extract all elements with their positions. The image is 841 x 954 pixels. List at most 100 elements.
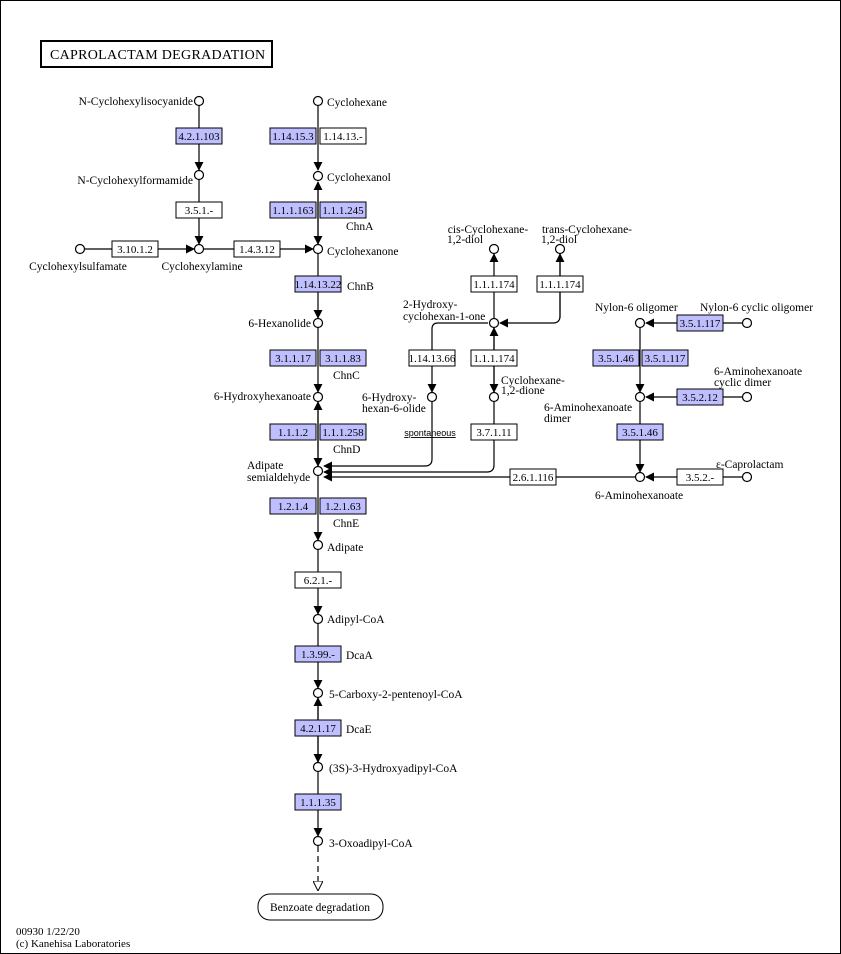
enzyme-box[interactable]: [294, 793, 342, 811]
enzyme-box[interactable]: [319, 201, 367, 219]
enzyme-label: 1.3.99.-: [301, 649, 335, 661]
node-2-hydroxycyclohexanone[interactable]: [488, 317, 500, 329]
compound-label: Cyclohexylamine: [161, 261, 242, 273]
compound-label: (3S)-3-Hydroxyadipyl-CoA: [329, 763, 458, 775]
enzyme-label: 1.14.15.3: [272, 131, 314, 143]
enzyme-label: 3.5.1.46: [622, 427, 658, 439]
enzyme-box[interactable]: [269, 423, 317, 441]
enzyme-box[interactable]: [294, 275, 342, 293]
benzoate-degradation-label: Benzoate degradation: [270, 902, 370, 914]
node-6-hydroxyhexanoate[interactable]: [312, 391, 324, 403]
node-cyclohexane-1-2-dione[interactable]: [488, 391, 500, 403]
compound-label: Nylon-6 cyclic oligomer: [700, 302, 813, 314]
node-trans-cyclohexane-diol[interactable]: [554, 243, 566, 255]
enzyme-box[interactable]: [676, 468, 724, 486]
compound-label: 6-Aminohexanoate: [595, 490, 683, 502]
enzyme-label: 1.1.1.163: [272, 205, 314, 217]
enzyme-label: 3.5.1.-: [185, 205, 214, 217]
node-adipyl-coa[interactable]: [312, 613, 324, 625]
enzyme-label: 3.5.1.117: [645, 353, 686, 365]
node-6-hexanolide[interactable]: [312, 317, 324, 329]
enzyme-box[interactable]: [319, 127, 367, 145]
node-caprolactam[interactable]: [741, 471, 753, 483]
enzyme-box[interactable]: [319, 349, 367, 367]
enzyme-label: 1.1.1.258: [322, 427, 364, 439]
enzyme-box[interactable]: [641, 349, 689, 367]
node-3-hydroxyadipyl-coa[interactable]: [312, 761, 324, 773]
node-6-aminohexanoate[interactable]: [634, 471, 646, 483]
enzyme-label: 1.2.1.4: [278, 501, 309, 513]
gene-label: ChnD: [333, 444, 360, 456]
compound-label: 2-Hydroxy-: [403, 299, 457, 311]
node-cyclohexanol[interactable]: [312, 170, 324, 182]
enzyme-box[interactable]: [269, 201, 317, 219]
compound-label: 5-Carboxy-2-pentenoyl-CoA: [329, 689, 463, 701]
footer-copyright: (c) Kanehisa Laboratories: [16, 938, 130, 950]
enzyme-box[interactable]: [233, 240, 281, 258]
enzyme-label: 3.5.1.46: [598, 353, 634, 365]
node-6-aminohexanoate-dimer[interactable]: [634, 391, 646, 403]
node-cyclohexanone[interactable]: [312, 243, 324, 255]
map-title: CAPROLACTAM DEGRADATION: [50, 48, 265, 63]
enzyme-labels: 4.2.1.103 3.5.1.- 3.10.1.2 1.4.3.12 1.14…: [117, 131, 721, 809]
enzyme-box[interactable]: [592, 349, 640, 367]
enzyme-box[interactable]: [408, 349, 456, 367]
enzyme-box[interactable]: [269, 349, 317, 367]
enzyme-box[interactable]: [175, 201, 223, 219]
compound-labels: N-Cyclohexylisocyanide N-Cyclohexylforma…: [29, 96, 813, 850]
gene-label: DcaE: [346, 724, 372, 736]
compound-label: Cyclohexanol: [327, 172, 391, 184]
node-cyclohexylsulfamate[interactable]: [74, 243, 86, 255]
node-6-hydroxyhexan-6-olide[interactable]: [426, 391, 438, 403]
enzyme-box[interactable]: [470, 423, 518, 441]
enzyme-label: 1.1.1.174: [539, 279, 581, 291]
node-adipate-semialdehyde[interactable]: [312, 465, 324, 477]
enzyme-box[interactable]: [111, 240, 159, 258]
node-n-cyclohexylformamide[interactable]: [193, 169, 205, 181]
enzyme-box[interactable]: [294, 571, 342, 589]
enzyme-box[interactable]: [294, 719, 342, 737]
enzyme-box[interactable]: [175, 127, 223, 145]
enzyme-box[interactable]: [509, 468, 557, 486]
gene-label: DcaA: [346, 650, 374, 662]
compound-label: 6-Hexanolide: [248, 318, 311, 330]
node-nylon6-cyclic-oligomer[interactable]: [741, 317, 753, 329]
compound-label: Cyclohexane: [327, 97, 387, 109]
compound-label: 6-Aminohexanoate: [714, 366, 802, 378]
enzyme-box[interactable]: [676, 314, 724, 332]
enzyme-label: 2.6.1.116: [513, 472, 554, 484]
compound-label: 1,2-diol: [447, 234, 483, 246]
node-cis-cyclohexane-diol[interactable]: [488, 243, 500, 255]
enzyme-boxes: [111, 127, 724, 811]
compound-label: Cyclohexane-: [501, 375, 565, 387]
compound-label: N-Cyclohexylisocyanide: [79, 96, 193, 108]
enzyme-box[interactable]: [294, 645, 342, 663]
compound-nodes: [74, 95, 753, 847]
gene-label: ChnB: [347, 281, 374, 293]
enzyme-label: 1.1.1.245: [322, 205, 364, 217]
benzoate-degradation-link[interactable]: Benzoate degradation: [257, 893, 384, 921]
node-n-cyclohexylisocyanide[interactable]: [193, 95, 205, 107]
enzyme-box[interactable]: [616, 423, 664, 441]
enzyme-box[interactable]: [470, 349, 518, 367]
enzyme-box[interactable]: [269, 127, 317, 145]
enzyme-box[interactable]: [319, 423, 367, 441]
enzyme-box[interactable]: [319, 497, 367, 515]
compound-label: 6-Hydroxyhexanoate: [214, 391, 311, 403]
node-6-aminohexanoate-cyclic-dimer[interactable]: [741, 391, 753, 403]
enzyme-box[interactable]: [676, 388, 724, 406]
node-cyclohexane[interactable]: [312, 95, 324, 107]
enzyme-box[interactable]: [470, 275, 518, 293]
compound-label: 6-Hydroxy-: [362, 392, 416, 404]
compound-label: ε-Caprolactam: [716, 459, 783, 471]
node-5-carboxy-2-pentenoyl-coa[interactable]: [312, 687, 324, 699]
compound-label: 6-Aminohexanoate: [544, 402, 632, 414]
enzyme-box[interactable]: [536, 275, 584, 293]
node-3-oxoadipyl-coa[interactable]: [312, 835, 324, 847]
node-nylon6-oligomer[interactable]: [634, 317, 646, 329]
enzyme-box[interactable]: [269, 497, 317, 515]
enzyme-label: 3.1.1.83: [325, 353, 361, 365]
node-adipate[interactable]: [312, 539, 324, 551]
compound-label: 1,2-diol: [541, 234, 577, 246]
node-cyclohexylamine[interactable]: [193, 243, 205, 255]
